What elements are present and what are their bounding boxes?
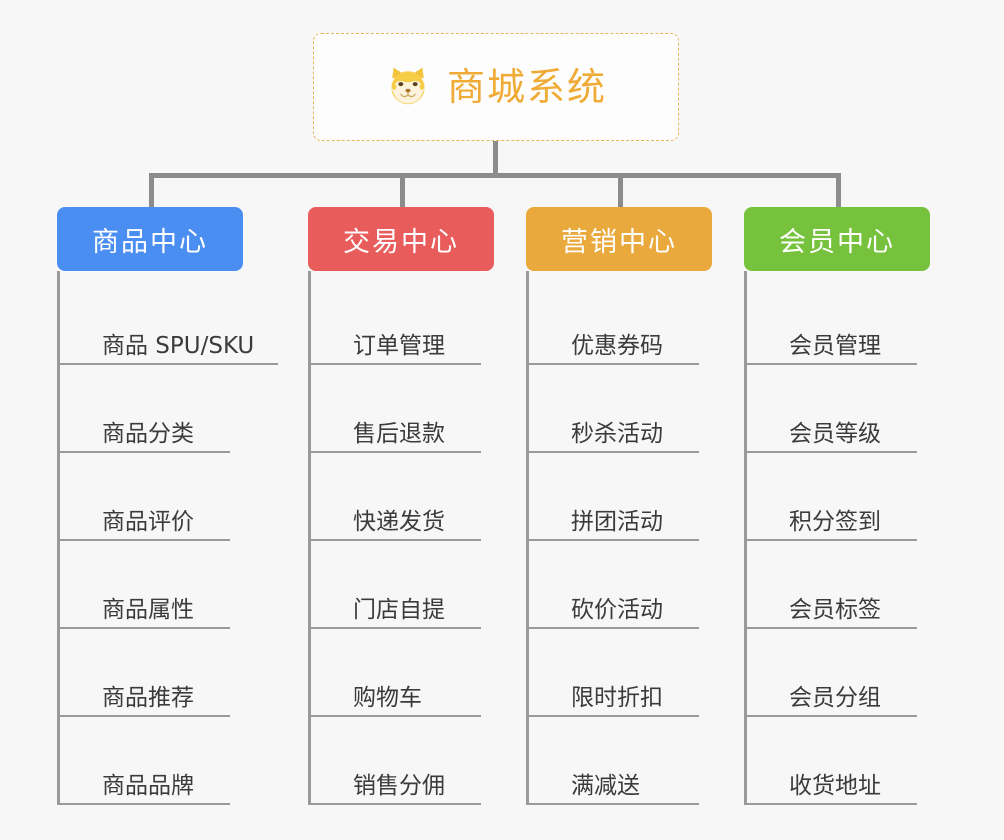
dog-face-icon [385,64,431,110]
leaf-item[interactable]: 限时折扣 [529,629,699,717]
leaf-item[interactable]: 会员标签 [747,541,917,629]
leaf-label: 满减送 [571,772,640,799]
branch-header-marketing-center[interactable]: 营销中心 [526,207,712,271]
leaf-label: 商品推荐 [102,684,194,711]
leaf-label: 商品分类 [102,420,194,447]
leaf-label: 会员分组 [789,684,881,711]
leaf-item[interactable]: 商品推荐 [60,629,230,717]
leaf-label: 门店自提 [353,596,445,623]
leaf-label: 销售分佣 [353,772,445,799]
branch-marketing-center: 营销中心 优惠券码 秒杀活动 拼团活动 砍价活动 限时折扣 满减送 [526,207,746,805]
leaf-label: 快递发货 [353,508,445,535]
leaf-item[interactable]: 售后退款 [311,365,481,453]
leaf-list-member-center: 会员管理 会员等级 积分签到 会员标签 会员分组 收货地址 [744,271,964,805]
leaf-label: 砍价活动 [571,596,663,623]
leaf-item[interactable]: 商品评价 [60,453,230,541]
leaf-item[interactable]: 快递发货 [311,453,481,541]
connector-horizontal-bus [149,173,839,178]
leaf-list-trade-center: 订单管理 售后退款 快递发货 门店自提 购物车 销售分佣 [308,271,528,805]
leaf-item[interactable]: 销售分佣 [311,717,481,805]
connector-drop-2 [400,173,405,209]
branch-trade-center: 交易中心 订单管理 售后退款 快递发货 门店自提 购物车 销售分佣 [308,207,528,805]
branch-member-center: 会员中心 会员管理 会员等级 积分签到 会员标签 会员分组 收货地址 [744,207,964,805]
branch-header-product-center[interactable]: 商品中心 [57,207,243,271]
root-title: 商城系统 [446,65,607,109]
leaf-label: 商品 SPU/SKU [102,332,255,359]
leaf-label: 售后退款 [353,420,445,447]
leaf-label: 收货地址 [789,772,881,799]
leaf-item[interactable]: 砍价活动 [529,541,699,629]
leaf-item[interactable]: 商品分类 [60,365,230,453]
leaf-label: 商品评价 [102,508,194,535]
leaf-item[interactable]: 积分签到 [747,453,917,541]
leaf-label: 秒杀活动 [571,420,663,447]
branch-header-trade-center[interactable]: 交易中心 [308,207,494,271]
leaf-item[interactable]: 会员分组 [747,629,917,717]
leaf-list-product-center: 商品 SPU/SKU 商品分类 商品评价 商品属性 商品推荐 商品品牌 [57,271,307,805]
leaf-item[interactable]: 收货地址 [747,717,917,805]
leaf-label: 会员管理 [789,332,881,359]
leaf-item[interactable]: 优惠券码 [529,277,699,365]
leaf-label: 购物车 [353,684,422,711]
connector-root-stem [493,141,498,176]
leaf-label: 商品品牌 [102,772,194,799]
leaf-list-marketing-center: 优惠券码 秒杀活动 拼团活动 砍价活动 限时折扣 满减送 [526,271,746,805]
leaf-label: 会员等级 [789,420,881,447]
leaf-item[interactable]: 商品属性 [60,541,230,629]
leaf-item[interactable]: 会员管理 [747,277,917,365]
root-node[interactable]: 商城系统 [313,33,679,141]
connector-drop-3 [618,173,623,209]
leaf-item[interactable]: 拼团活动 [529,453,699,541]
leaf-item[interactable]: 购物车 [311,629,481,717]
leaf-item[interactable]: 秒杀活动 [529,365,699,453]
connector-drop-4 [836,173,841,209]
leaf-label: 积分签到 [789,508,881,535]
leaf-label: 优惠券码 [571,332,663,359]
leaf-item[interactable]: 商品品牌 [60,717,230,805]
leaf-label: 拼团活动 [571,508,663,535]
connector-drop-1 [149,173,154,209]
leaf-item[interactable]: 满减送 [529,717,699,805]
branch-header-member-center[interactable]: 会员中心 [744,207,930,271]
branch-product-center: 商品中心 商品 SPU/SKU 商品分类 商品评价 商品属性 商品推荐 商品品牌 [57,207,307,805]
leaf-label: 商品属性 [102,596,194,623]
leaf-label: 订单管理 [353,332,445,359]
leaf-item[interactable]: 订单管理 [311,277,481,365]
leaf-item[interactable]: 会员等级 [747,365,917,453]
leaf-label: 限时折扣 [571,684,663,711]
leaf-item[interactable]: 商品 SPU/SKU [60,277,278,365]
leaf-label: 会员标签 [789,596,881,623]
leaf-item[interactable]: 门店自提 [311,541,481,629]
